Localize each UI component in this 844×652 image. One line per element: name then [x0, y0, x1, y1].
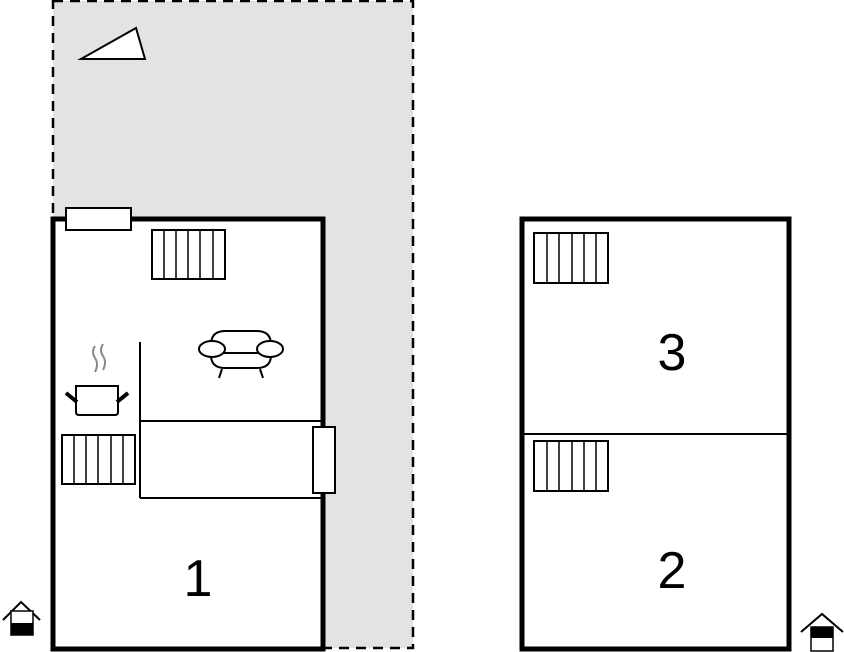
upper-floor-building: 3 2 [519, 216, 792, 652]
room-label-1: 1 [184, 550, 213, 608]
radiator-icon [533, 440, 609, 492]
sofa-icon [198, 330, 284, 379]
window-top [65, 207, 132, 231]
room-label-3: 3 [658, 324, 687, 382]
radiator-icon [533, 232, 609, 284]
room-label-2: 2 [658, 542, 687, 600]
entrance-icon [2, 600, 41, 636]
ground-floor-building: 1 [50, 207, 336, 652]
radiator-icon [151, 229, 226, 280]
compass-arrow-icon [77, 26, 147, 60]
door-right [312, 426, 336, 494]
cooking-pot-icon [64, 343, 130, 416]
entrance-icon-upper [800, 612, 844, 652]
radiator-icon [61, 434, 136, 485]
